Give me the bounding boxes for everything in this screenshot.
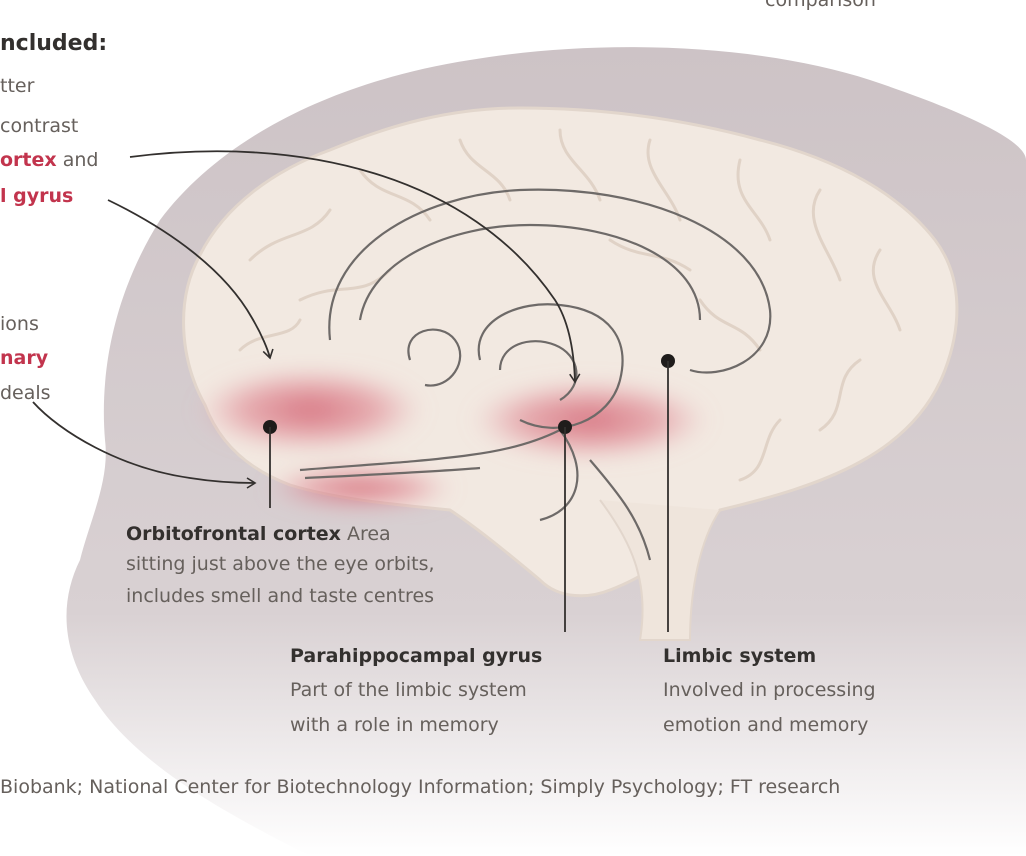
- orbitofrontal-title: Orbitofrontal cortex: [126, 523, 341, 545]
- limbic-desc-line1: Involved in processing: [663, 678, 876, 702]
- left-panel-line5: ions: [0, 312, 39, 336]
- limbic-title: Limbic system: [663, 644, 816, 668]
- top-right-fragment: comparison: [765, 0, 876, 12]
- region-name-cortex: ortex: [0, 149, 57, 171]
- orbitofrontal-desc-inline: Area: [341, 523, 391, 545]
- left-panel-line1: tter: [0, 74, 34, 98]
- region-name-primary: nary: [0, 346, 48, 370]
- left-panel-line3: ortex and: [0, 148, 98, 172]
- region-name-gyrus: l gyrus: [0, 184, 73, 208]
- parahippocampal-desc-line1: Part of the limbic system: [290, 678, 527, 702]
- limbic-desc-line2: emotion and memory: [663, 713, 868, 737]
- parahippocampal-desc-line2: with a role in memory: [290, 713, 499, 737]
- parahippocampal-title: Parahippocampal gyrus: [290, 644, 542, 668]
- orbitofrontal-desc-line2: sitting just above the eye orbits,: [126, 552, 435, 576]
- left-panel-line7: deals: [0, 381, 51, 405]
- left-panel-line3-rest: and: [57, 149, 99, 171]
- orbitofrontal-highlight: [195, 368, 425, 452]
- left-panel-heading: ncluded:: [0, 30, 107, 58]
- left-panel-line2: contrast: [0, 114, 78, 138]
- orbitofrontal-desc-line3: includes smell and taste centres: [126, 584, 434, 608]
- source-credits: Biobank; National Center for Biotechnolo…: [0, 776, 840, 798]
- orbitofrontal-callout: Orbitofrontal cortex Area: [126, 518, 391, 550]
